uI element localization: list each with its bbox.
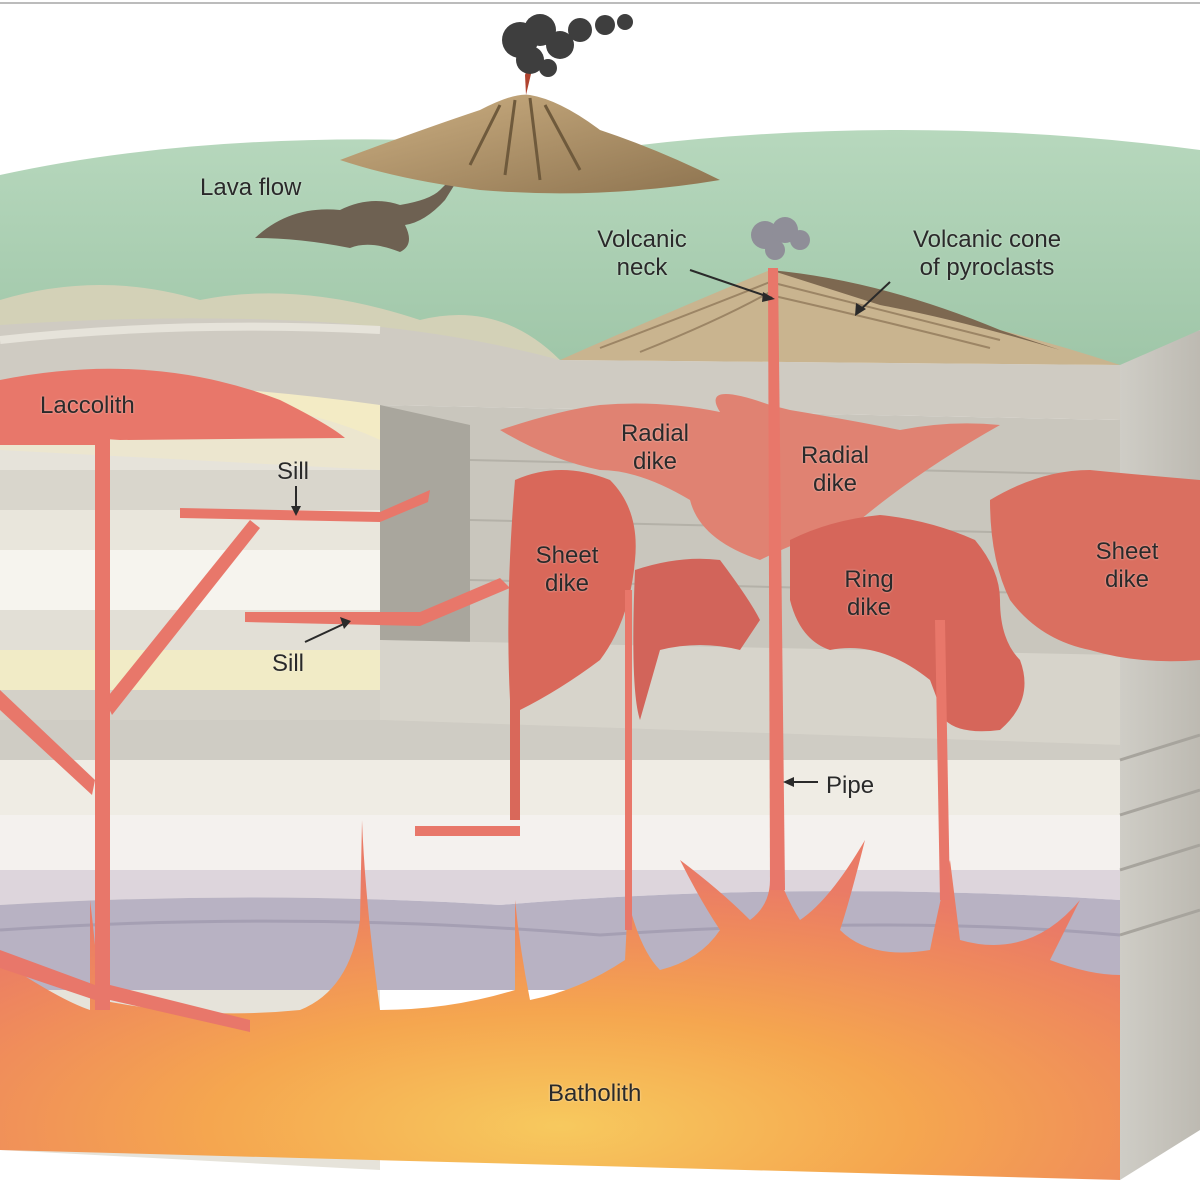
batholith-label: Batholith xyxy=(548,1080,642,1107)
volcanic-neck-label-line2: neck xyxy=(616,254,668,281)
magma-dikes xyxy=(500,394,1200,930)
radial-dike-right-label-line2: dike xyxy=(812,470,858,497)
strata-lower xyxy=(0,720,1121,990)
lava-flow-shape xyxy=(255,160,470,252)
sheet-dike-left-label-line1: Sheet xyxy=(535,542,599,569)
laccolith-label: Laccolith xyxy=(40,392,135,419)
sheet-dike-left-label-line2: dike xyxy=(544,570,590,597)
ring-dike-label: Ring dike xyxy=(814,566,924,622)
volcanic-cone-label: Volcanic cone of pyroclasts xyxy=(882,226,1092,282)
radial-dike-left-label: Radial dike xyxy=(600,420,710,476)
volcanic-cone xyxy=(560,270,1120,365)
batholith-shape xyxy=(0,820,1120,1180)
volcanic-cone-label-line1: Volcanic cone xyxy=(912,226,1062,253)
magma-intrusions-left xyxy=(0,368,520,1032)
pipe-label: Pipe xyxy=(826,772,875,799)
neck-ash-cloud xyxy=(751,217,810,260)
volcanic-cone-label-line2: of pyroclasts xyxy=(919,254,1055,281)
sheet-dike-right-label-line2: dike xyxy=(1104,566,1150,593)
radial-dike-left-label-line2: dike xyxy=(632,448,678,475)
sheet-dike-left-label: Sheet dike xyxy=(512,542,622,598)
smoke-plume xyxy=(502,14,633,77)
volcano xyxy=(340,69,720,194)
volcanic-neck-label-line1: Volcanic xyxy=(597,226,687,253)
sill-lower-label: Sill xyxy=(272,650,305,677)
ring-dike-label-line2: dike xyxy=(846,594,892,621)
volcanic-neck-label: Volcanic neck xyxy=(582,226,702,282)
radial-dike-left-label-line1: Radial xyxy=(620,420,690,447)
block-right-face-strata xyxy=(1119,733,1200,937)
radial-dike-right-label-line1: Radial xyxy=(800,442,870,469)
pipe-conduit xyxy=(768,268,785,890)
leader-lines xyxy=(291,269,891,787)
sill-upper-label: Sill xyxy=(277,458,310,485)
radial-dike-right-label: Radial dike xyxy=(780,442,890,498)
sheet-dike-right-label: Sheet dike xyxy=(1072,538,1182,594)
lava-flow-label: Lava flow xyxy=(200,174,302,201)
sheet-dike-right-label-line1: Sheet xyxy=(1095,538,1159,565)
ring-dike-label-line1: Ring xyxy=(844,566,894,593)
